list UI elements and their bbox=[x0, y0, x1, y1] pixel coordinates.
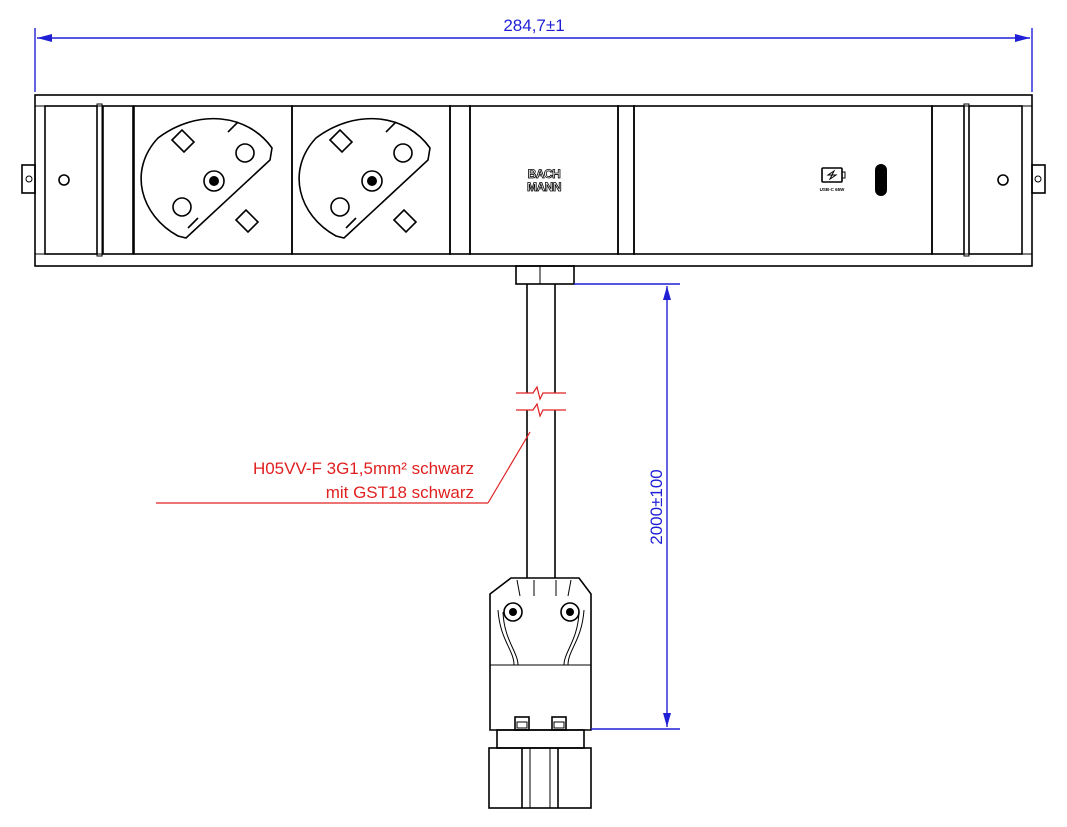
brand-module: BACH MANN bbox=[469, 105, 619, 255]
brand-logo-line1: BACH bbox=[528, 167, 561, 181]
schuko-socket-1 bbox=[133, 105, 293, 255]
usb-port-label: USB-C 65W bbox=[820, 187, 846, 192]
right-end-cap bbox=[931, 103, 1046, 257]
brand-logo-line2: MANN bbox=[527, 180, 561, 194]
cable-annotation: H05VV-F 3G1,5mm² schwarz mit GST18 schwa… bbox=[156, 431, 531, 504]
power-strip: BACH MANN USB-C 65W bbox=[21, 94, 1046, 267]
cable-length-dimension: 2000±100 bbox=[574, 283, 680, 730]
gst18-connector bbox=[488, 577, 592, 809]
usb-module: USB-C 65W bbox=[633, 105, 933, 255]
width-dimension: 284,7±1 bbox=[34, 16, 1033, 92]
cable-length-label: 2000±100 bbox=[647, 469, 666, 545]
connector-spec-label: mit GST18 schwarz bbox=[326, 483, 474, 502]
width-dimension-label: 284,7±1 bbox=[503, 16, 564, 35]
usb-c-port bbox=[875, 164, 887, 196]
power-cable bbox=[515, 265, 575, 578]
left-screw-hole bbox=[58, 174, 70, 186]
left-end-cap bbox=[21, 103, 134, 257]
cable-spec-label: H05VV-F 3G1,5mm² schwarz bbox=[253, 459, 474, 478]
schuko-socket-2 bbox=[291, 105, 451, 255]
right-screw-hole bbox=[997, 174, 1009, 186]
